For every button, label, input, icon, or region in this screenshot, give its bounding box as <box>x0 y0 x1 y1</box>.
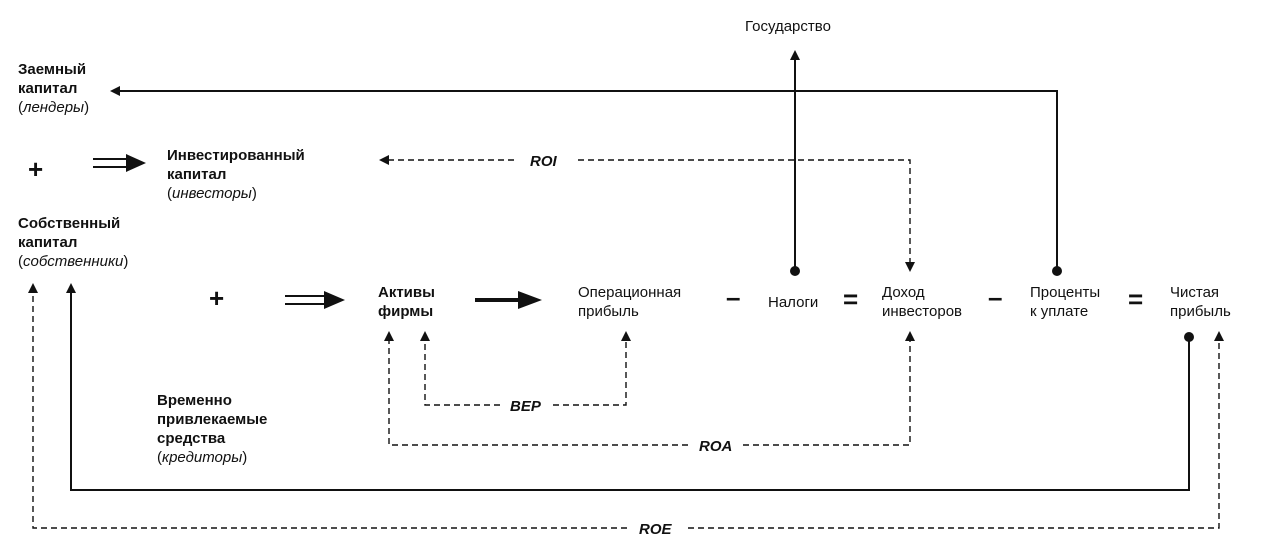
taxes-label: Налоги <box>768 294 818 311</box>
equity-line1: Собственный <box>18 215 120 232</box>
borrowed-capital-line1: Заемный <box>18 61 86 78</box>
temporary-funds-role-text: кредиторы <box>162 449 242 466</box>
node-assets: Активы фирмы <box>378 284 435 320</box>
investor-income-line1: Доход <box>882 284 925 301</box>
roi-label: ROI <box>530 153 558 170</box>
node-borrowed-capital: Заемный капитал (лендеры) <box>18 61 89 116</box>
borrowed-capital-line2: капитал <box>18 80 77 97</box>
equity-line2: капитал <box>18 234 77 251</box>
borrowed-capital-role: (лендеры) <box>18 99 89 116</box>
interest-payable-line1: Проценты <box>1030 284 1100 301</box>
tax-flow-to-state <box>790 50 800 276</box>
roa-label: ROA <box>699 438 732 455</box>
node-temporary-funds: Временно привлекаемые средства (кредитор… <box>157 392 267 466</box>
equals-operator-1: = <box>843 284 858 314</box>
interest-payable-line2: к уплате <box>1030 303 1088 320</box>
temporary-funds-line3: средства <box>157 430 226 447</box>
invested-capital-line2: капитал <box>167 166 226 183</box>
node-operating-profit: Операционная прибыль <box>578 284 681 320</box>
assets-line1: Активы <box>378 284 435 301</box>
bep-label: BEP <box>510 398 542 415</box>
roe-label: ROE <box>639 521 673 538</box>
roe-bracket: ROE <box>28 283 1224 538</box>
interest-flow-to-lenders <box>110 86 1062 276</box>
state-label: Государство <box>745 18 831 35</box>
double-arrow-to-invested <box>93 154 146 172</box>
net-profit-flow-to-equity <box>66 283 1194 491</box>
operating-profit-line1: Операционная <box>578 284 681 301</box>
borrowed-capital-role-text: лендеры <box>22 99 84 116</box>
node-invested-capital: Инвестированный капитал (инвесторы) <box>167 147 305 202</box>
node-investor-income: Доход инвесторов <box>882 284 962 320</box>
temporary-funds-line2: привлекаемые <box>157 411 267 428</box>
assets-line2: фирмы <box>378 303 433 320</box>
bep-bracket: BEP <box>420 331 631 415</box>
node-interest-payable: Проценты к уплате <box>1030 284 1100 320</box>
plus-operator-1: + <box>28 154 43 184</box>
net-profit-line1: Чистая <box>1170 284 1219 301</box>
net-profit-line2: прибыль <box>1170 303 1231 320</box>
operating-profit-line2: прибыль <box>578 303 639 320</box>
investor-income-line2: инвесторов <box>882 303 962 320</box>
equity-role-text: собственники <box>23 253 124 270</box>
temporary-funds-line1: Временно <box>157 392 232 409</box>
plus-operator-2: + <box>209 283 224 313</box>
node-net-profit: Чистая прибыль <box>1170 284 1231 320</box>
invested-capital-role-text: инвесторы <box>172 185 252 202</box>
bold-arrow-assets-to-operating-profit <box>475 291 542 309</box>
equity-role: (собственники) <box>18 253 128 270</box>
double-arrow-to-assets <box>285 291 345 309</box>
temporary-funds-role: (кредиторы) <box>157 449 247 466</box>
minus-operator-1: – <box>726 282 740 312</box>
invested-capital-role: (инвесторы) <box>167 185 257 202</box>
node-equity: Собственный капитал (собственники) <box>18 215 128 270</box>
roi-bracket: ROI <box>379 153 915 272</box>
minus-operator-2: – <box>988 282 1002 312</box>
roa-bracket: ROA <box>384 331 915 455</box>
equals-operator-2: = <box>1128 284 1143 314</box>
invested-capital-line1: Инвестированный <box>167 147 305 164</box>
